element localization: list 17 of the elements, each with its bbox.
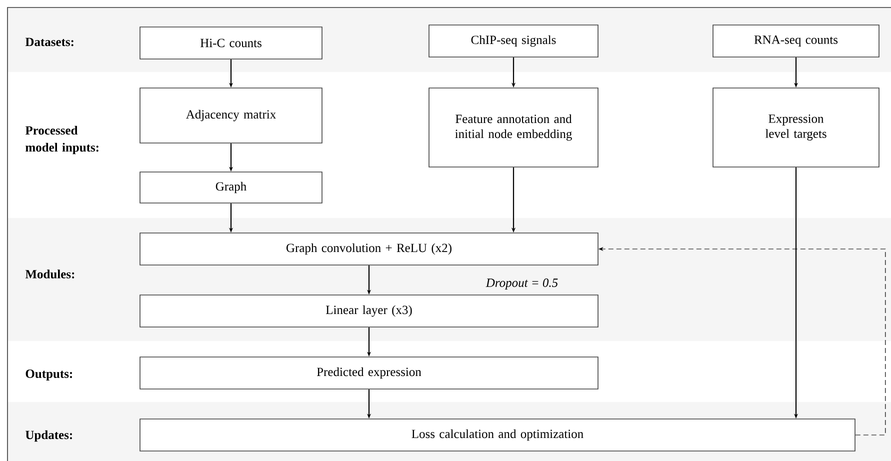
process-box: Graph [140, 172, 322, 204]
process-box: RNA-seq counts [712, 24, 880, 58]
process-box: Predicted expression [140, 356, 598, 390]
process-box: Graph convolution + ReLU (x2) [140, 232, 598, 266]
process-box: Adjacency matrix [140, 88, 322, 144]
process-box: ChIP-seq signals [428, 24, 598, 58]
row-label: Modules: [25, 270, 74, 278]
row-label: Datasets: [25, 38, 74, 46]
row-label: Processed model inputs: [25, 126, 98, 154]
dropout-note: Dropout = 0.5 [486, 278, 558, 290]
process-box: Loss calculation and optimization [140, 418, 856, 452]
row-label: Updates: [26, 430, 72, 442]
process-box: Feature annotation and initial node embedding [428, 88, 598, 168]
process-box: Expression level targets [712, 88, 880, 168]
row-label: Outputs: [26, 370, 72, 380]
process-box: Linear layer (x3) [140, 294, 598, 328]
process-box: Hi-C counts [140, 26, 322, 60]
